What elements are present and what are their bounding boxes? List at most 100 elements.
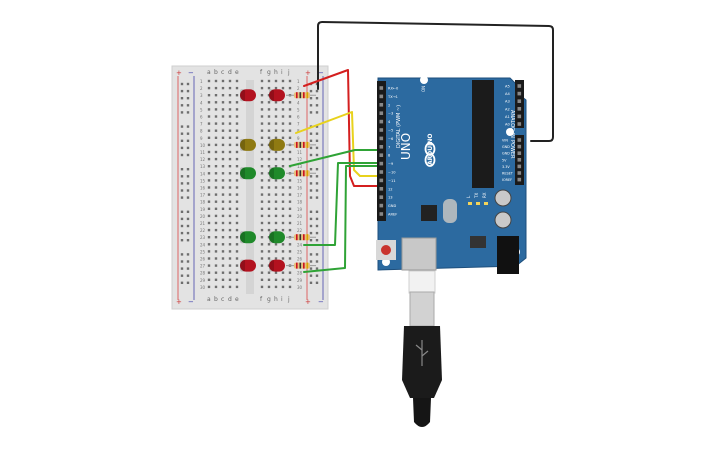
breadboard-hole: [214, 257, 218, 260]
row-number: 10: [200, 143, 206, 148]
mounting-hole-right: [506, 128, 514, 136]
row-number: 24: [297, 242, 303, 247]
led-red: [240, 259, 256, 272]
rail-hole: [309, 89, 313, 93]
breadboard-hole: [228, 165, 232, 168]
rail-hole: [309, 281, 313, 284]
column-letter: a: [207, 296, 211, 303]
breadboard-hole: [214, 193, 218, 196]
breadboard-hole: [221, 172, 225, 175]
breadboard-hole: [228, 86, 232, 90]
row-number: 18: [200, 200, 206, 205]
breadboard-hole: [260, 143, 264, 147]
breadboard-hole: [214, 79, 218, 83]
board-led: [468, 202, 472, 205]
breadboard-hole: [267, 115, 271, 118]
digital-pin-hole: [379, 145, 384, 149]
rail-hole: [180, 82, 184, 86]
breadboard-hole: [214, 271, 218, 274]
breadboard-hole: [235, 136, 239, 139]
reset-button-cap[interactable]: [381, 245, 391, 255]
analog-pin-label: A0: [505, 123, 510, 127]
digital-pin-label: RX←0: [388, 87, 399, 91]
breadboard-hole: [228, 179, 232, 182]
rail-hole: [180, 139, 184, 142]
breadboard-hole: [260, 271, 264, 274]
rail-hole: [315, 253, 319, 256]
breadboard-hole: [267, 200, 271, 203]
digital-pin-label: ~5: [388, 129, 393, 133]
row-number: 25: [297, 249, 303, 254]
led-green: [269, 167, 285, 180]
breadboard-hole: [207, 207, 211, 210]
rail-hole: [309, 139, 313, 142]
rail-hole: [186, 146, 190, 150]
rail-hole: [315, 182, 319, 185]
breadboard-hole: [214, 150, 218, 154]
breadboard-hole: [260, 193, 264, 196]
breadboard-hole: [260, 278, 264, 281]
analog-label: ANALOG IN: [509, 110, 515, 138]
breadboard-hole: [228, 250, 232, 253]
breadboard-hole: [207, 165, 211, 168]
usb-cable-strain-relief: [413, 398, 431, 427]
breadboard-hole: [235, 214, 239, 218]
breadboard-hole: [260, 264, 264, 267]
breadboard-hole: [235, 86, 239, 90]
breadboard-hole: [228, 228, 232, 232]
breadboard-hole: [267, 86, 271, 90]
resistor-band: [303, 170, 305, 177]
rail-hole: [186, 274, 190, 277]
breadboard-hole: [274, 228, 278, 232]
breadboard-hole: [288, 136, 292, 139]
analog-pin-hole: [517, 114, 522, 119]
row-number: 24: [200, 242, 206, 247]
breadboard-hole: [228, 129, 232, 132]
led-body: [240, 231, 256, 244]
rail-hole: [180, 168, 184, 171]
rail-hole: [315, 111, 319, 114]
column-letter: d: [228, 69, 232, 76]
breadboard-hole: [235, 250, 239, 253]
breadboard-hole: [228, 278, 232, 281]
column-letter: e: [235, 296, 239, 303]
breadboard-hole: [274, 150, 278, 154]
power-pin-label: GND: [502, 145, 510, 149]
breadboard-center-channel: [246, 80, 254, 294]
rail-hole: [309, 274, 313, 277]
rail-hole: [180, 267, 184, 270]
power-jack: [497, 236, 519, 274]
digital-pin-label: 13: [388, 196, 393, 200]
breadboard-hole: [221, 157, 225, 161]
breadboard-hole: [281, 108, 285, 111]
row-number: 15: [200, 178, 206, 183]
column-letter: h: [274, 69, 278, 76]
analog-pin-hole: [517, 91, 522, 96]
breadboard-hole: [235, 115, 239, 118]
row-number: 20: [200, 214, 206, 219]
row-number: 19: [297, 207, 303, 212]
breadboard-hole: [260, 86, 264, 90]
column-letter: b: [214, 69, 218, 76]
breadboard-hole: [267, 285, 271, 289]
breadboard-hole: [235, 79, 239, 83]
breadboard-hole: [274, 250, 278, 253]
breadboard-hole: [207, 172, 211, 175]
breadboard-hole: [281, 186, 285, 189]
black-wire: [317, 21, 554, 142]
led-body: [269, 138, 285, 151]
breadboard-hole: [260, 136, 264, 139]
breadboard-hole: [235, 129, 239, 132]
breadboard-hole: [288, 271, 292, 274]
digital-pin-label: 2: [388, 103, 390, 107]
breadboard-hole: [274, 179, 278, 182]
power-pin-label: VIN: [502, 139, 508, 143]
row-number: 28: [297, 271, 303, 276]
breadboard-hole: [228, 143, 232, 147]
column-letter: d: [228, 296, 232, 303]
analog-pin-label: A1: [505, 115, 510, 119]
rail-hole: [315, 189, 319, 192]
breadboard-hole: [274, 186, 278, 189]
